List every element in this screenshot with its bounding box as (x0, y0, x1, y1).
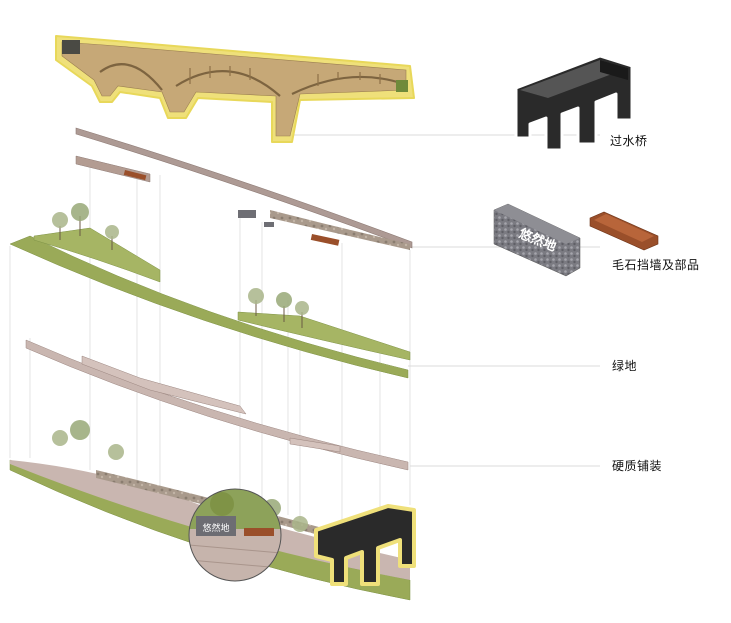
paving-steps (81, 355, 247, 415)
trees-left (52, 203, 119, 250)
green-raised-right (237, 311, 411, 361)
paving-platform (289, 437, 341, 453)
bridge-deck (61, 41, 407, 137)
sign-block (238, 210, 256, 218)
green-layer (9, 203, 411, 379)
layer-label-wall: 毛石挡墙及部品 (612, 258, 700, 272)
bridge-photo (55, 35, 415, 143)
wall-top-strip (75, 127, 413, 249)
leader-lines (293, 134, 600, 467)
sign-block-small (264, 222, 274, 227)
green-strip-main (9, 235, 409, 379)
wall-layer (75, 127, 413, 250)
bridge-bank-green (396, 80, 408, 92)
bridge-dark-end (62, 40, 80, 54)
bridge-spandrels (189, 66, 381, 86)
layer-label-bridge: 过水桥 (610, 134, 648, 148)
bridge-arches (99, 63, 405, 97)
bench-rust-2 (310, 233, 340, 246)
layer-label-paving: 硬质铺装 (612, 459, 663, 473)
layer-label-green: 绿地 (612, 359, 638, 373)
detail-magnifier: 悠然地 (188, 488, 282, 582)
trees-right (248, 288, 309, 328)
projection-lines (9, 165, 411, 530)
paving-layer (25, 339, 409, 471)
composite-bridge (314, 504, 416, 586)
wall-stone-run (270, 210, 410, 250)
bench-rust-1 (123, 170, 147, 181)
green-raised-left (33, 227, 161, 283)
detail-sign-text: 悠然地 (202, 522, 229, 534)
wall-3d-icon: 悠然地 (493, 203, 659, 277)
bridge-3d-icon (514, 54, 634, 152)
